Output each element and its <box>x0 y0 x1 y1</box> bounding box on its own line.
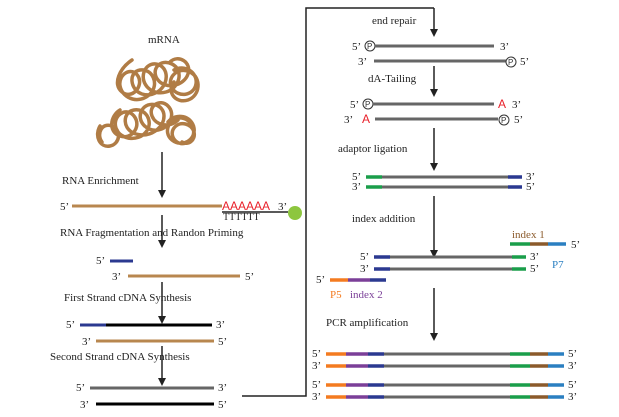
ia-bottom-5-end: 5’ <box>530 263 539 275</box>
pcr1-right-5-end: 5’ <box>568 348 577 360</box>
pcr2-5-end: 5’ <box>312 379 321 391</box>
end-repaired-fragment: 5’ P 3’ 3’ P 5’ <box>352 40 529 68</box>
index-addition-label: index addition <box>352 213 416 225</box>
phosphate-icon <box>498 114 510 126</box>
rna-enrichment-label: RNA Enrichment <box>62 175 139 187</box>
al-5-end: 5’ <box>352 171 361 183</box>
da-bottom-5-end: 5’ <box>514 114 523 126</box>
mrna-coil-icon <box>95 57 200 148</box>
al-bottom-3-end: 3’ <box>352 181 361 193</box>
da-bottom-3-end: 3’ <box>344 114 353 126</box>
ds-3-end: 3’ <box>218 382 227 394</box>
phosphate-p: P <box>365 100 370 109</box>
mrna-label: mRNA <box>148 34 180 46</box>
p7-primer-5-end: 5’ <box>571 239 580 251</box>
pcr1-5-end: 5’ <box>312 348 321 360</box>
end-repair-label: end repair <box>372 15 417 27</box>
ds-bottom-5-end: 5’ <box>218 399 227 411</box>
er-5-end: 5’ <box>352 41 361 53</box>
ia-3-end: 3’ <box>530 251 539 263</box>
primer-5-end: 5’ <box>96 255 105 267</box>
p5-primer-5-end: 5’ <box>316 274 325 286</box>
ia-5-end: 5’ <box>360 251 369 263</box>
pcr-label: PCR amplification <box>326 317 409 329</box>
column-connector <box>242 7 434 397</box>
phosphate-icon <box>505 56 517 68</box>
mrna-5-end: 5’ <box>60 201 69 213</box>
a-overhang-top: A <box>498 97 506 111</box>
pcr-duplex-2: 5’ 5’ 3’ 3’ <box>312 379 577 403</box>
er-bottom-3-end: 3’ <box>358 56 367 68</box>
al-3-end: 3’ <box>526 171 535 183</box>
pcr-products: 5’ 5’ 3’ 3’ 5’ <box>312 348 577 403</box>
magnetic-bead-icon <box>288 206 302 220</box>
adaptor-ligated-fragment: 5’ 3’ 3’ 5’ <box>352 171 535 193</box>
first-3-end: 3’ <box>216 319 225 331</box>
pcr1-right-3-end: 3’ <box>568 360 577 372</box>
first-rna-3-end: 3’ <box>82 336 91 348</box>
er-bottom-5-end: 5’ <box>520 56 529 68</box>
phosphate-p: P <box>501 116 506 125</box>
mrna-3-end: 3’ <box>278 201 287 213</box>
er-3-end: 3’ <box>500 41 509 53</box>
p5-label: P5 <box>330 289 342 301</box>
ds-bottom-3-end: 3’ <box>80 399 89 411</box>
first-rna-5-end: 5’ <box>218 336 227 348</box>
pcr1-3-end: 3’ <box>312 360 321 372</box>
pcr2-right-5-end: 5’ <box>568 379 577 391</box>
second-strand-label: Second Strand cDNA Synthesis <box>50 351 190 363</box>
da-tailing-label: dA-Tailing <box>368 73 417 85</box>
p7-label: P7 <box>552 259 564 271</box>
da-5-end: 5’ <box>350 99 359 111</box>
first-5-end: 5’ <box>66 319 75 331</box>
index1-label: index 1 <box>512 229 545 241</box>
first-strand-label: First Strand cDNA Synthesis <box>64 292 191 304</box>
pcr2-3-end: 3’ <box>312 391 321 403</box>
rna-frag-label: RNA Fragmentation and Randon Priming <box>60 227 244 239</box>
phosphate-p: P <box>508 58 513 67</box>
oligo-dt-primer: TTTTTT <box>223 212 260 223</box>
a-overhang-bottom: A <box>362 112 370 126</box>
index2-label: index 2 <box>350 289 383 301</box>
al-bottom-5-end: 5’ <box>526 181 535 193</box>
polya-tail: AAAAAA <box>222 199 270 213</box>
da-3-end: 3’ <box>512 99 521 111</box>
ds-5-end: 5’ <box>76 382 85 394</box>
da-tailed-fragment: 5’ P A 3’ 3’ A P 5’ <box>344 97 523 126</box>
fragment-3-end: 3’ <box>112 271 121 283</box>
ia-bottom-3-end: 3’ <box>360 263 369 275</box>
adaptor-ligation-label: adaptor ligation <box>338 143 408 155</box>
index-addition-fragment: index 1 5’ 5’ 3’ 3’ 5’ P7 5’ P5 index 2 <box>316 229 580 301</box>
fragment-5-end: 5’ <box>245 271 254 283</box>
pcr2-right-3-end: 3’ <box>568 391 577 403</box>
pcr-duplex-1: 5’ 5’ 3’ 3’ <box>312 348 577 372</box>
phosphate-p: P <box>367 42 372 51</box>
